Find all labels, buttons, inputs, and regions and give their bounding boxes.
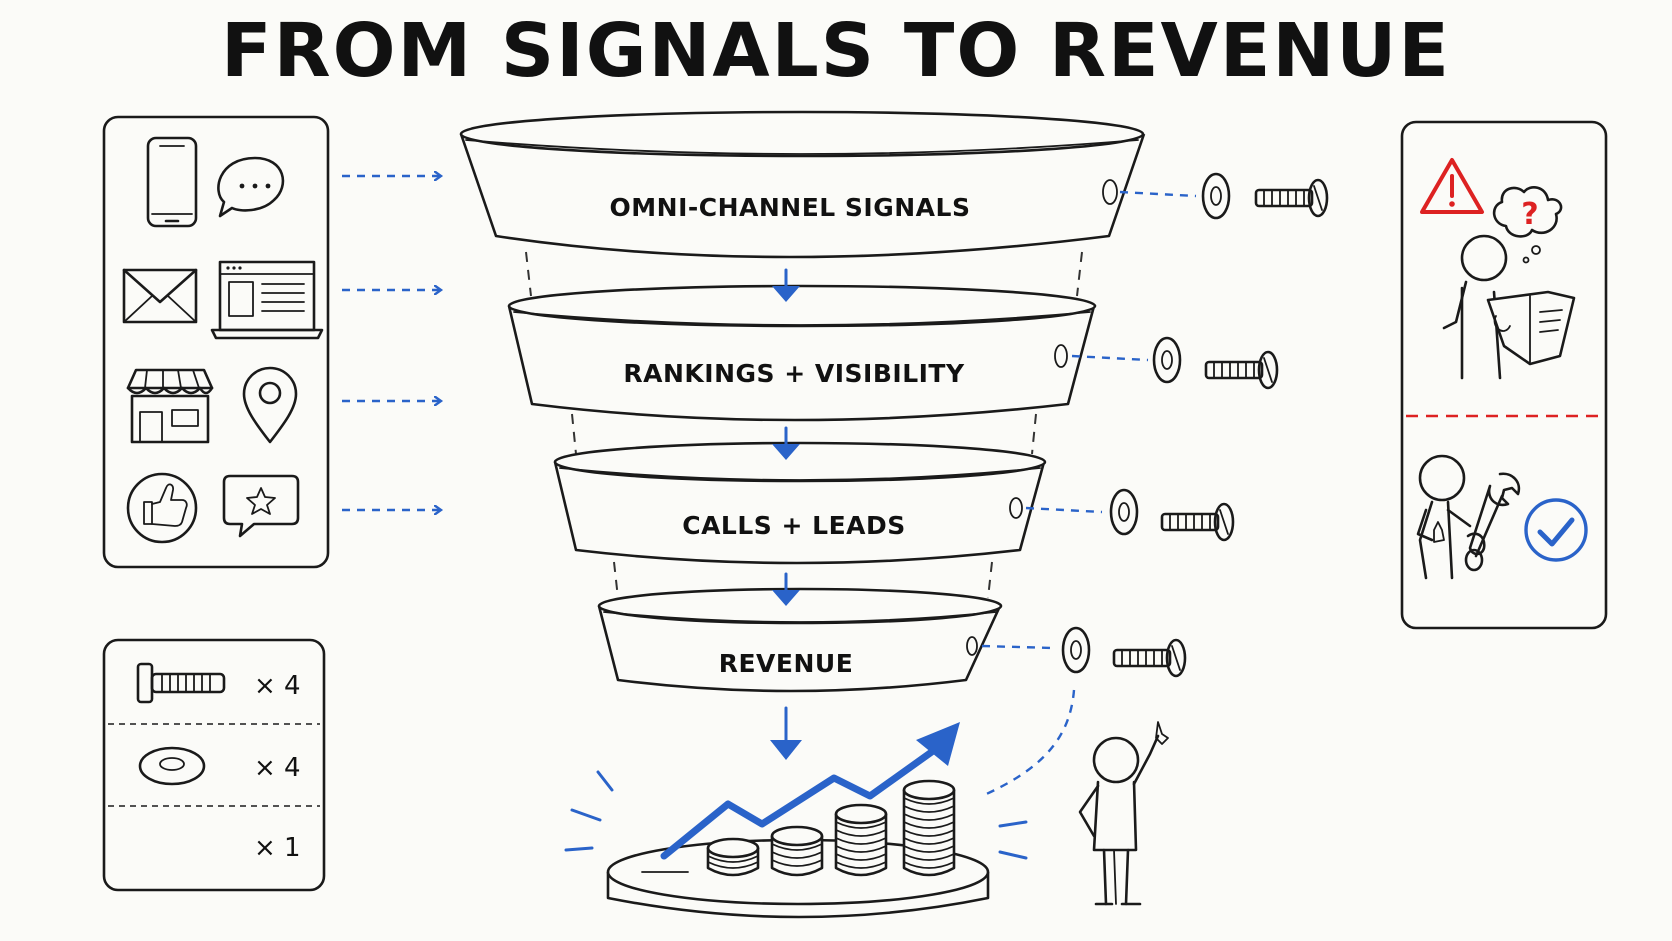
stage-label: CALLS + LEADS (682, 511, 906, 540)
funnel-stage-revenue: REVENUE (597, 587, 1003, 693)
warning-icon (1420, 158, 1484, 214)
washer-icon (1152, 336, 1182, 384)
bolt-icon (1160, 502, 1235, 542)
map-pin-icon (242, 366, 298, 444)
parts-qty: × 4 (254, 671, 301, 701)
burst-line (564, 846, 594, 852)
confused-reader-icon (1442, 234, 1576, 380)
stage-label: REVENUE (719, 649, 854, 678)
bolt-icon (1254, 178, 1329, 218)
hardware-group (981, 172, 1329, 798)
washer-icon (1109, 488, 1139, 536)
funnel-stage-rankings-visibility: RANKINGS + VISIBILITY (507, 284, 1097, 422)
smartphone-icon (146, 136, 198, 228)
revenue-growth-illustration (564, 722, 1028, 919)
web-page-icon (210, 260, 324, 340)
fixer-person-icon (1416, 454, 1472, 580)
check-circle-icon (1524, 498, 1588, 562)
growth-trend-arrow-icon (660, 722, 960, 860)
flow-arrow-down-icon (772, 268, 800, 302)
hex-key-icon (136, 832, 228, 874)
coin-stack (902, 779, 956, 877)
coin-stack (834, 803, 888, 877)
washer-icon (1061, 626, 1091, 674)
storefront-icon (126, 368, 214, 444)
funnel-stage-omni-channel-signals: OMNI-CHANNEL SIGNALS (459, 110, 1146, 259)
pointing-person-icon (1078, 721, 1169, 906)
help-panel: ? (1400, 120, 1608, 630)
washer-icon (1201, 172, 1231, 220)
washer-icon (138, 746, 206, 786)
question-thought-bubble-icon: ? (1492, 186, 1563, 264)
burst-line (596, 770, 614, 792)
burst-line (570, 808, 602, 822)
flow-arrow-down-icon (770, 706, 802, 760)
star-review-icon (222, 474, 300, 538)
stage-label: OMNI-CHANNEL SIGNALS (610, 193, 971, 222)
parts-qty: × 1 (254, 833, 301, 863)
thumbs-up-icon (126, 472, 198, 544)
envelope-icon (122, 268, 198, 324)
page-title: FROM SIGNALS TO REVENUE (221, 8, 1451, 94)
flow-arrow-down-icon (772, 572, 800, 606)
bolt-icon (136, 662, 226, 704)
stage-label: RANKINGS + VISIBILITY (623, 359, 965, 388)
coin-stack (770, 825, 824, 877)
flow-arrow-down-icon (772, 426, 800, 460)
burst-line (998, 820, 1028, 828)
question-mark: ? (1521, 197, 1538, 232)
coin-stack (706, 837, 760, 877)
parts-qty: × 4 (254, 753, 301, 783)
parts-list-panel: × 4 × 4 × 1 (102, 638, 326, 892)
funnel-stage-calls-leads: CALLS + LEADS (553, 441, 1047, 565)
channels-panel (102, 115, 440, 569)
bolt-icon (1112, 638, 1187, 678)
wrench-icon (1464, 472, 1521, 572)
chat-bubble-icon (217, 156, 285, 218)
funnel: OMNI-CHANNEL SIGNALS RANKINGS + VISIBILI… (459, 110, 1146, 760)
bolt-icon (1204, 350, 1279, 390)
burst-line (998, 850, 1028, 860)
